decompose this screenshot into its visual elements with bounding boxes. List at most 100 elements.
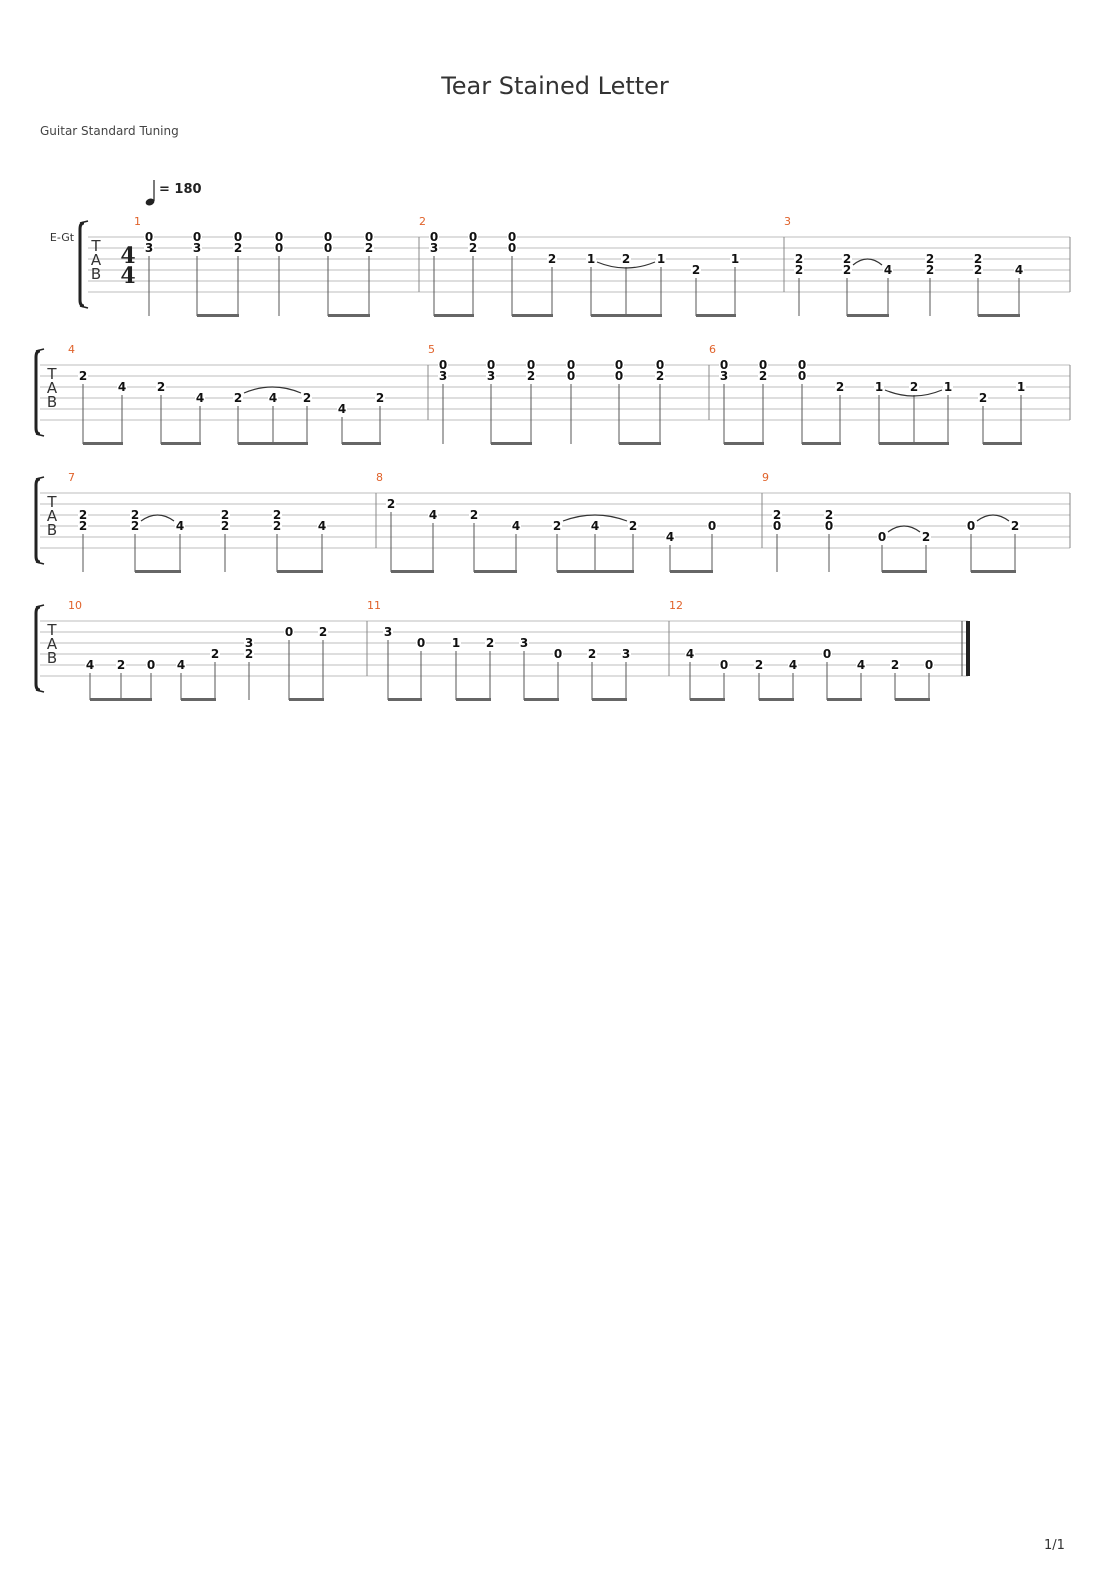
fret-background (244, 649, 254, 659)
beam (491, 442, 532, 445)
fret-background (973, 265, 983, 275)
tie-arc (243, 386, 302, 394)
fret-background (1014, 265, 1024, 275)
fret-background (566, 360, 576, 370)
fret-background (78, 510, 88, 520)
measure-number: 9 (762, 471, 769, 484)
fret-number: 2 (795, 263, 803, 277)
fret-number: 4 (1015, 263, 1023, 277)
beam (724, 442, 764, 445)
beam (161, 442, 201, 445)
fret-number: 0 (878, 530, 886, 544)
fret-background (925, 254, 935, 264)
fret-background (323, 243, 333, 253)
beam (289, 698, 324, 701)
bracket-hook-bottom (79, 305, 89, 309)
fret-background (85, 660, 95, 670)
tempo-marking (145, 180, 155, 206)
beam (882, 570, 927, 573)
fret-background (656, 254, 666, 264)
fret-number: 2 (759, 369, 767, 383)
fret-background (794, 265, 804, 275)
tie-arc (562, 514, 628, 522)
fret-number: 0 (615, 369, 623, 383)
tempo-label: = 180 (159, 182, 202, 197)
fret-number: 2 (1011, 519, 1019, 533)
fret-number: 4 (686, 647, 694, 661)
fret-number: 2 (376, 391, 384, 405)
fret-background (719, 660, 729, 670)
fret-background (78, 371, 88, 381)
fret-number: 2 (131, 508, 139, 522)
fret-number: 0 (508, 241, 516, 255)
fret-number: 0 (567, 369, 575, 383)
fret-number: 2 (470, 508, 478, 522)
fret-background (730, 254, 740, 264)
measure-number: 8 (376, 471, 383, 484)
fret-background (364, 243, 374, 253)
beam (90, 698, 152, 701)
fret-background (719, 371, 729, 381)
bracket-hook-top (79, 220, 89, 224)
fret-number: 3 (193, 241, 201, 255)
beam (879, 442, 949, 445)
tab-clef-letter: B (47, 649, 57, 667)
bracket-hook-top (35, 348, 45, 352)
beam (342, 442, 381, 445)
fret-number: 0 (275, 241, 283, 255)
fret-number: 0 (193, 230, 201, 244)
fret-background (973, 254, 983, 264)
fret-background (883, 265, 893, 275)
fret-background (547, 254, 557, 264)
fret-number: 1 (944, 380, 952, 394)
fret-number: 4 (269, 391, 277, 405)
fret-number: 0 (234, 230, 242, 244)
song-title: Tear Stained Letter (441, 72, 669, 100)
fret-number: 4 (86, 658, 94, 672)
fret-background (526, 371, 536, 381)
fret-number: 2 (843, 263, 851, 277)
fret-background (323, 232, 333, 242)
tuning-label: Guitar Standard Tuning (40, 124, 179, 138)
fret-background (628, 521, 638, 531)
fret-number: 2 (891, 658, 899, 672)
fret-number: 2 (692, 263, 700, 277)
fret-background (429, 232, 439, 242)
fret-number: 4 (429, 508, 437, 522)
beam (328, 314, 370, 317)
fret-background (835, 382, 845, 392)
fret-background (772, 510, 782, 520)
fret-background (909, 382, 919, 392)
fret-number: 2 (234, 241, 242, 255)
fret-number: 2 (910, 380, 918, 394)
time-signature-top: 4 (120, 243, 135, 269)
tab-clef-letter: A (91, 251, 102, 269)
system-bracket (34, 349, 41, 436)
fret-number: 3 (430, 241, 438, 255)
fret-background (590, 521, 600, 531)
fret-number: 2 (773, 508, 781, 522)
beam (696, 314, 736, 317)
fret-background (824, 510, 834, 520)
beam (619, 442, 661, 445)
fret-background (978, 393, 988, 403)
fret-background (621, 254, 631, 264)
system-bracket (34, 605, 41, 692)
fret-background (438, 360, 448, 370)
beam (135, 570, 181, 573)
fret-number: 0 (285, 625, 293, 639)
fret-number: 2 (365, 241, 373, 255)
fret-background (175, 521, 185, 531)
fret-number: 0 (487, 358, 495, 372)
fret-number: 0 (527, 358, 535, 372)
fret-background (921, 532, 931, 542)
beam (895, 698, 930, 701)
fret-background (144, 243, 154, 253)
fret-background (274, 243, 284, 253)
fret-number: 2 (974, 252, 982, 266)
bracket-hook-bottom (35, 561, 45, 565)
tie-arc (140, 514, 175, 522)
measure-number: 6 (709, 343, 716, 356)
fret-number: 0 (554, 647, 562, 661)
beam (759, 698, 794, 701)
